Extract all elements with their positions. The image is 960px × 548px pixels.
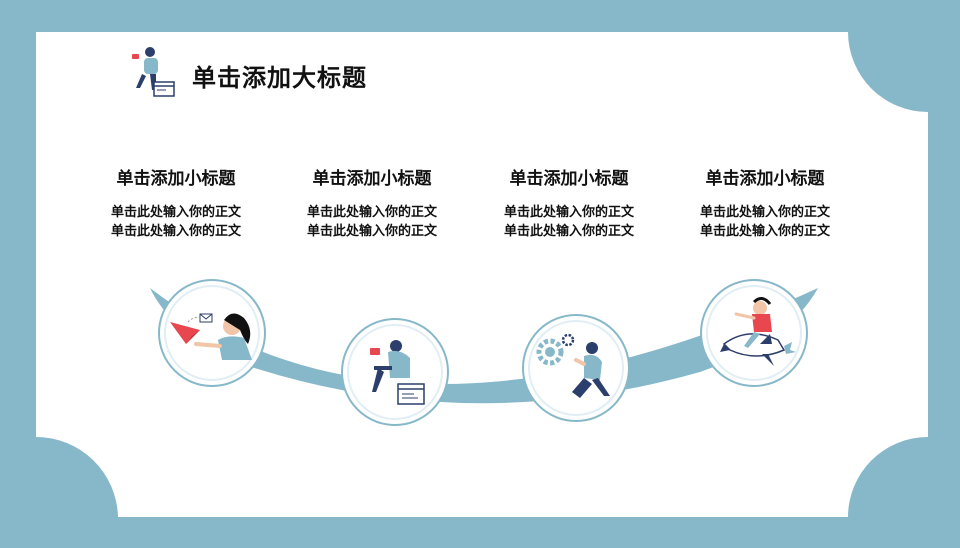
column-text-line[interactable]: 单击此处输入你的正文 xyxy=(699,205,830,220)
column-subtitle[interactable]: 单击添加小标题 xyxy=(116,169,236,189)
rocket-rider-icon xyxy=(720,297,796,366)
column-text-line[interactable]: 单击此处输入你的正文 xyxy=(699,224,830,239)
column-subtitle[interactable]: 单击添加小标题 xyxy=(509,169,629,189)
gear-person-icon xyxy=(536,333,610,398)
column-text-line[interactable]: 单击此处输入你的正文 xyxy=(110,224,241,239)
column-subtitle[interactable]: 单击添加小标题 xyxy=(705,169,825,189)
column-2: 单击添加小标题 单击此处输入你的正文 单击此处输入你的正文 xyxy=(274,164,470,241)
column-text-line[interactable]: 单击此处输入你的正文 xyxy=(503,205,634,220)
circle-3 xyxy=(522,314,630,422)
paper-plane-email-icon xyxy=(170,313,252,360)
column-subtitle[interactable]: 单击添加小标题 xyxy=(312,169,432,189)
person-laptop-icon xyxy=(370,340,425,405)
column-text-line[interactable]: 单击此处输入你的正文 xyxy=(503,224,634,239)
column-text-line[interactable]: 单击此处输入你的正文 xyxy=(306,205,437,220)
page-title[interactable]: 单击添加大标题 xyxy=(192,64,367,92)
column-3: 单击添加小标题 单击此处输入你的正文 单击此处输入你的正文 xyxy=(471,164,667,241)
column-text-line[interactable]: 单击此处输入你的正文 xyxy=(306,224,437,239)
column-4: 单击添加小标题 单击此处输入你的正文 单击此处输入你的正文 xyxy=(667,164,863,241)
column-1: 单击添加小标题 单击此处输入你的正文 单击此处输入你的正文 xyxy=(78,164,274,241)
person-laptop-icon xyxy=(132,47,175,97)
column-text-line[interactable]: 单击此处输入你的正文 xyxy=(110,205,241,220)
